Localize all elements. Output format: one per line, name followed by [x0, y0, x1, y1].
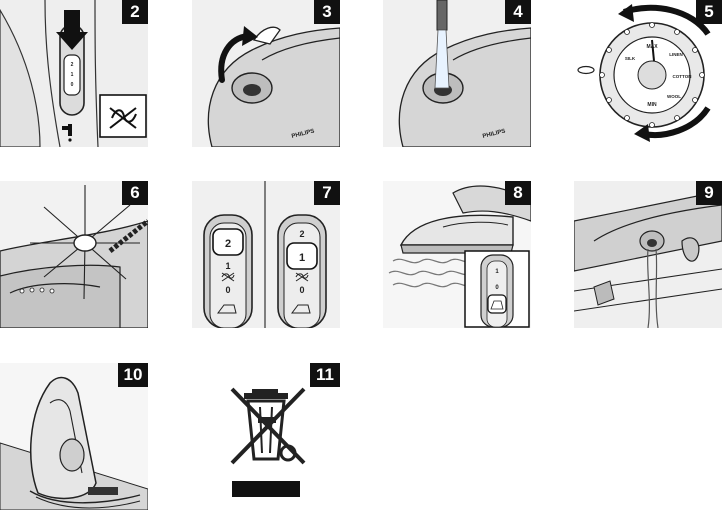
dial-mark-wool: WOOL: [667, 94, 681, 99]
dial-mark-min: MIN: [647, 102, 657, 108]
right-selected-level: 1: [299, 252, 305, 264]
dial-mark-linen: LINEN: [669, 52, 683, 57]
step-11-panel: 11: [192, 363, 340, 510]
step-number-badge: 4: [505, 0, 531, 24]
step-9-panel: 9: [574, 181, 722, 328]
dial-mark-cotton: COTTON: [673, 74, 692, 79]
step-4-panel: PHILIPS 4: [383, 0, 531, 147]
step-2-panel: 2 1 0 2: [0, 0, 148, 147]
step-8-panel: 1 0 8: [383, 181, 531, 328]
left-level-0: 0: [225, 285, 230, 295]
step-number-badge: 10: [118, 363, 148, 387]
left-level-1: 1: [225, 261, 230, 271]
step-number-badge: 6: [122, 181, 148, 205]
step-number-badge: 7: [314, 181, 340, 205]
right-level-2: 2: [299, 229, 304, 239]
step-10-panel: 10: [0, 363, 148, 510]
dial-mark-max: MAX: [646, 44, 658, 50]
step-7-panel: 2 1 0 2 1 0 7: [192, 181, 340, 328]
step-number-badge: 9: [696, 181, 722, 205]
step-number-badge: 3: [314, 0, 340, 24]
step-number-badge: 5: [696, 0, 722, 24]
dial-mark-silk: SILK: [625, 56, 636, 61]
step-5-panel: MAX LINEN COTTON WOOL SILK MIN 5: [574, 0, 722, 147]
dial-level-0: 0: [71, 82, 74, 88]
indicator-mark: [578, 67, 594, 74]
temperature-light: [74, 235, 96, 251]
left-selected-level: 2: [225, 238, 231, 250]
right-level-0: 0: [299, 285, 304, 295]
step-number-badge: 11: [310, 363, 340, 387]
step-6-panel: 6: [0, 181, 148, 328]
dial-level-1: 1: [71, 72, 74, 78]
step-number-badge: 2: [122, 0, 148, 24]
step-3-panel: PHILIPS 3: [192, 0, 340, 147]
dial-level-2: 2: [71, 62, 74, 68]
step-number-badge: 8: [505, 181, 531, 205]
